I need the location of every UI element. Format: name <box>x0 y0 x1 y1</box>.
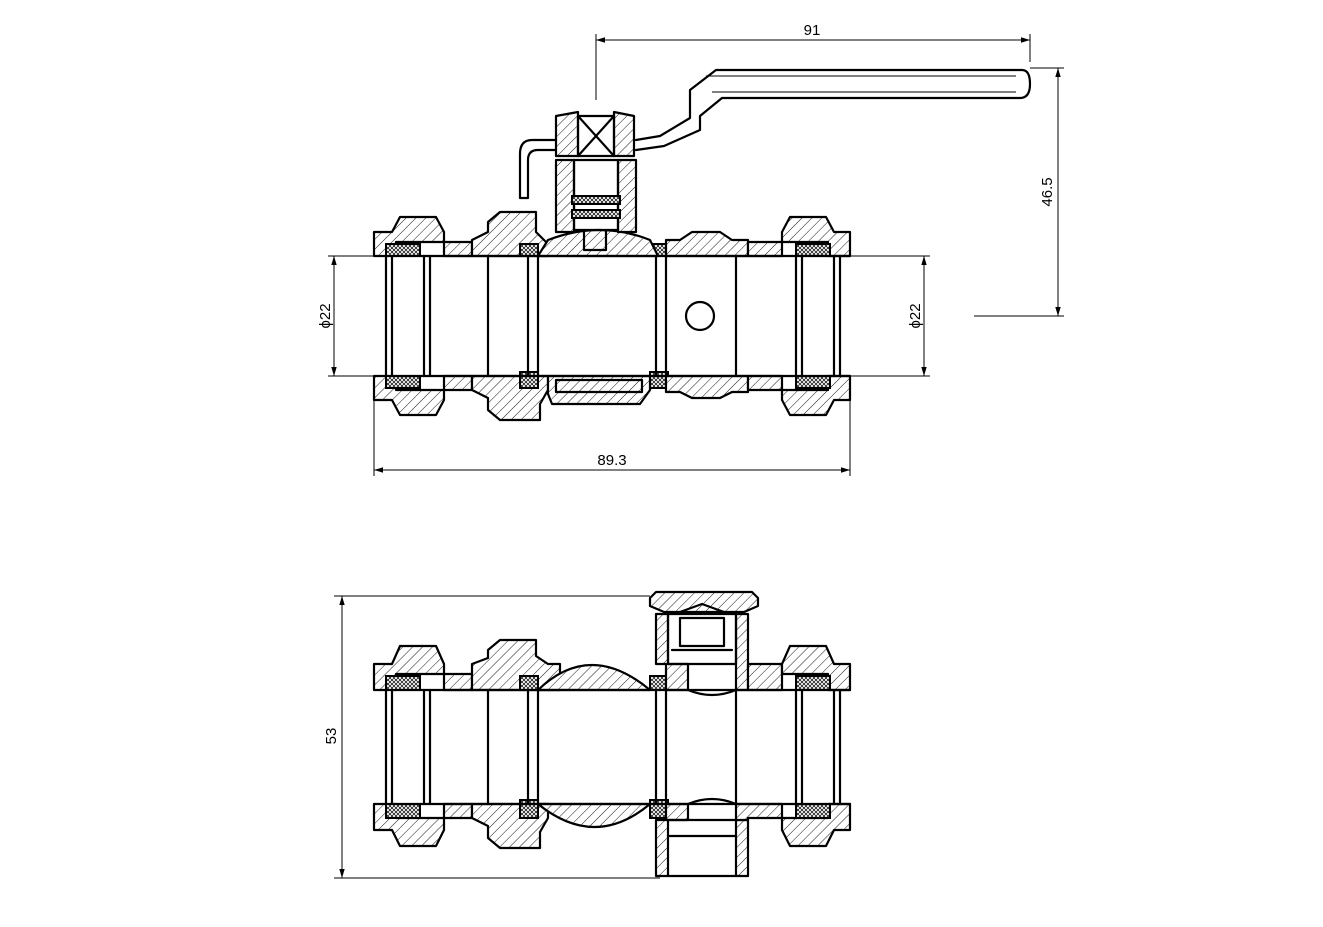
plan-left-olive <box>384 675 432 819</box>
plan-left-body <box>470 638 562 850</box>
plan-stem-cap <box>648 590 760 666</box>
bore-outline <box>394 254 852 378</box>
dim-label-91: 91 <box>804 22 821 39</box>
dimension-body-length: 89.3 <box>373 400 851 476</box>
dim-label-53: 53 <box>323 728 340 745</box>
ball-seats <box>519 243 669 389</box>
stem-assembly <box>554 110 638 252</box>
dim-label-bore-right: ϕ22 <box>907 303 924 328</box>
dimension-handle-length: 91 <box>595 22 1031 100</box>
right-olive <box>794 243 842 389</box>
lever-handle <box>518 68 1032 200</box>
right-body <box>664 230 750 400</box>
dimension-overall-height: 53 <box>323 595 660 879</box>
dimension-bore-right: ϕ22 <box>840 255 930 377</box>
dimension-bore-left: ϕ22 <box>317 255 392 377</box>
plan-section-view: 53 <box>323 590 852 879</box>
plan-ball <box>526 663 668 829</box>
dim-label-89-3: 89.3 <box>597 452 626 469</box>
dim-label-bore-left: ϕ22 <box>317 303 334 328</box>
left-olive <box>384 243 432 389</box>
dimension-handle-height: 46.5 <box>974 67 1064 317</box>
plan-ball-seats <box>519 675 669 819</box>
front-section-view: 91 46.5 ϕ22 ϕ22 89.3 <box>317 22 1064 476</box>
plan-right-olive <box>794 675 842 819</box>
plan-right-body <box>654 612 784 878</box>
plan-bore-outline <box>394 688 852 806</box>
dim-label-46-5: 46.5 <box>1039 177 1056 206</box>
